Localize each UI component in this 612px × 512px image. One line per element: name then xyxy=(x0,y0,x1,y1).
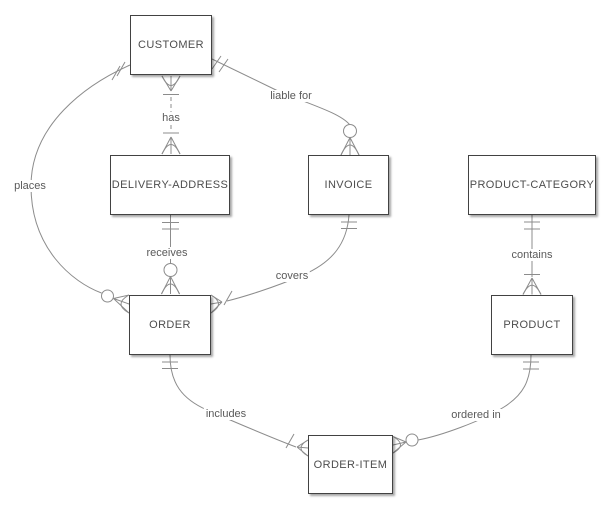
double-tick-marker xyxy=(162,361,178,369)
double-tick-marker xyxy=(111,61,126,81)
entity-product-category: PRODUCT-CATEGORY xyxy=(468,155,596,215)
edge-label-receives: receives xyxy=(144,247,190,259)
crows-foot-marker xyxy=(522,277,542,295)
edge-ordered-in-line xyxy=(417,354,532,441)
crows-foot-arc-marker xyxy=(392,436,401,454)
crows-foot-arc-marker xyxy=(161,75,181,86)
entity-invoice-label: INVOICE xyxy=(324,179,373,191)
double-tick-marker xyxy=(162,222,179,230)
crows-foot-arc-marker xyxy=(300,439,309,457)
crows-foot-marker xyxy=(392,436,407,454)
zero-circle-marker xyxy=(343,124,357,138)
entity-order-item-label: ORDER-ITEM xyxy=(313,458,388,471)
edge-includes xyxy=(162,354,309,457)
edge-covers xyxy=(210,214,357,314)
edge-label-covers: covers xyxy=(273,270,311,282)
zero-circle-marker xyxy=(405,433,419,447)
edge-contains xyxy=(522,215,542,295)
crows-foot-marker xyxy=(296,439,309,457)
one-tick-marker xyxy=(285,433,295,449)
crows-foot-arc-marker xyxy=(340,144,360,156)
entity-order-item: ORDER-ITEM xyxy=(308,435,393,494)
crows-foot-marker xyxy=(161,75,181,92)
double-tick-marker xyxy=(211,55,229,73)
zero-circle-marker xyxy=(101,289,114,303)
crows-foot-arc-marker xyxy=(522,284,542,295)
edge-has xyxy=(161,75,181,155)
edge-covers-line xyxy=(226,214,350,302)
entity-delivery-address: DELIVERY-ADDRESS xyxy=(110,155,230,215)
crows-foot-marker xyxy=(161,136,181,155)
one-tick-marker xyxy=(223,290,233,306)
double-tick-marker xyxy=(341,221,357,229)
zero-circle-marker xyxy=(163,263,178,277)
double-tick-marker xyxy=(524,221,540,230)
crows-foot-marker xyxy=(340,137,360,156)
edge-label-ordered-in: ordered in xyxy=(449,409,503,421)
double-tick-marker xyxy=(523,361,539,370)
edge-label-liable-for: liable for xyxy=(268,90,314,102)
edge-label-has: has xyxy=(160,112,182,124)
entity-product: PRODUCT xyxy=(491,295,573,355)
edge-label-contains: contains xyxy=(509,249,555,261)
crows-foot-arc-marker xyxy=(161,144,181,155)
entity-customer: CUSTOMER xyxy=(130,15,212,75)
edge-label-places: places xyxy=(12,180,48,192)
entity-customer-label: CUSTOMER xyxy=(138,39,204,51)
crows-foot-marker xyxy=(210,294,223,314)
edge-receives xyxy=(161,215,180,295)
entity-order: ORDER xyxy=(129,295,211,355)
entity-order-label: ORDER xyxy=(149,319,191,331)
crows-foot-arc-marker xyxy=(161,283,180,295)
crows-foot-marker xyxy=(161,276,180,295)
edge-ordered-in xyxy=(392,354,539,454)
entity-product-category-label: PRODUCT-CATEGORY xyxy=(469,179,595,191)
edge-includes-line xyxy=(169,354,297,448)
entity-invoice: INVOICE xyxy=(308,155,389,215)
entity-delivery-address-label: DELIVERY-ADDRESS xyxy=(111,179,229,191)
edge-label-includes: includes xyxy=(203,408,249,420)
crows-foot-arc-marker xyxy=(210,294,219,314)
crows-foot-arc-marker xyxy=(120,294,130,314)
entity-product-label: PRODUCT xyxy=(503,319,561,331)
edge-liable-for xyxy=(211,55,360,156)
